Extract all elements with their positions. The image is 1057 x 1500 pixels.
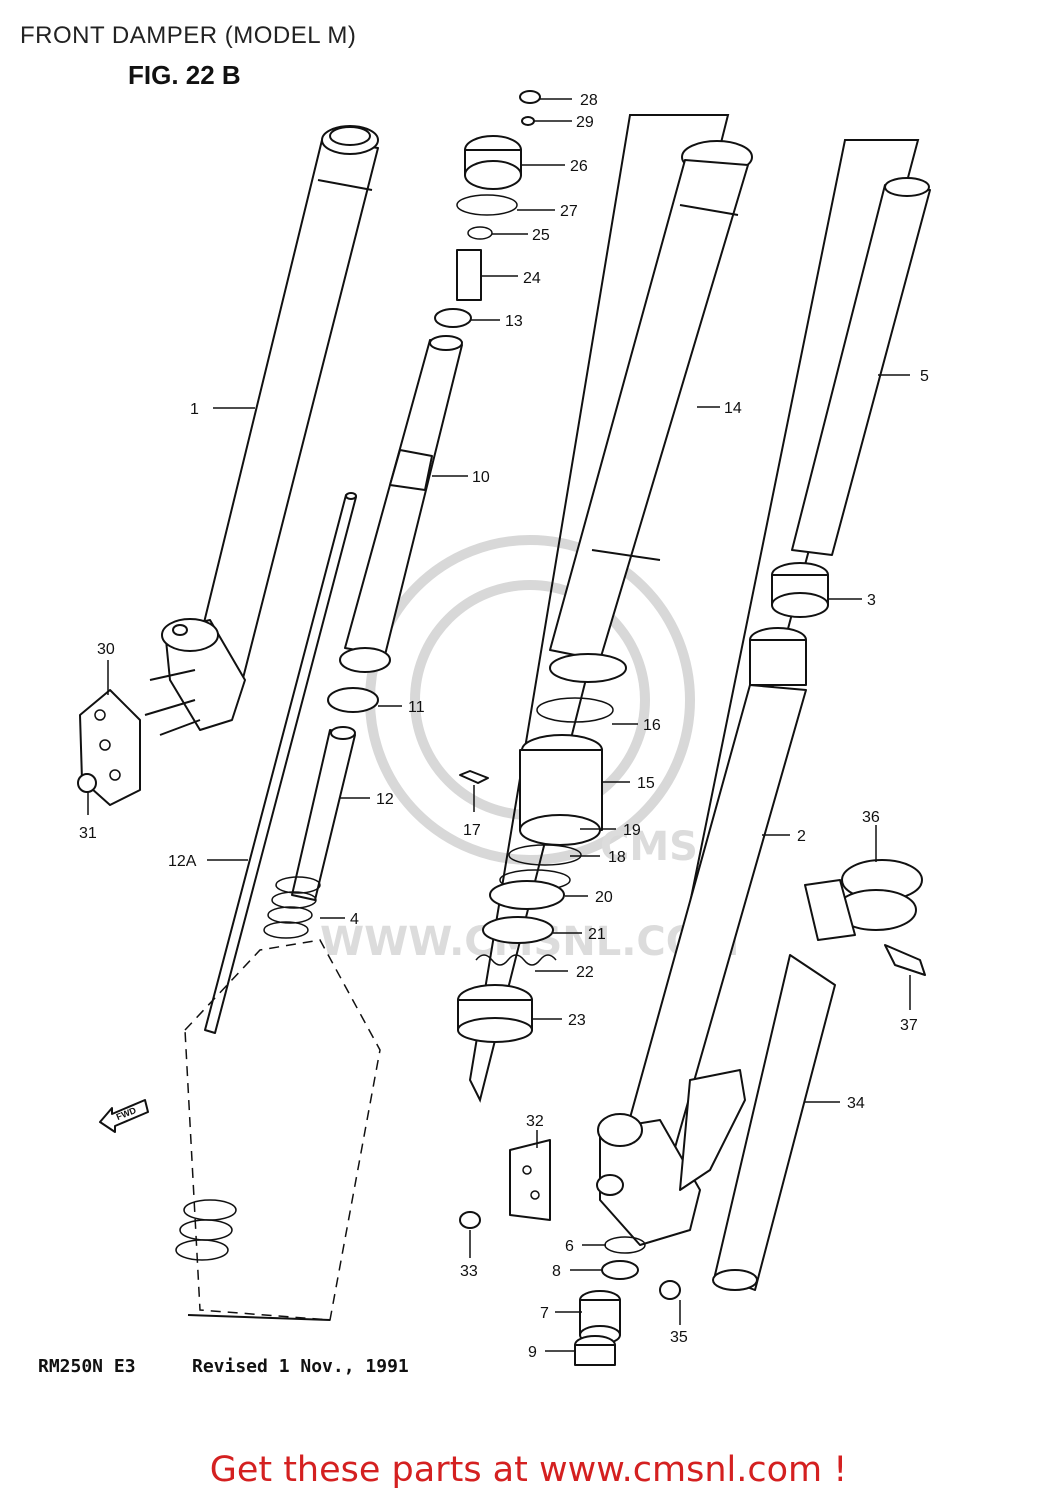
- callout-12A: 12A: [168, 853, 197, 870]
- callout-12: 12: [376, 791, 394, 808]
- callout-27: 27: [560, 203, 578, 220]
- callout-23: 23: [568, 1012, 586, 1029]
- callout-5: 5: [920, 368, 929, 385]
- callout-21: 21: [588, 926, 606, 943]
- callout-35: 35: [670, 1329, 688, 1346]
- callout-2: 2: [797, 828, 806, 845]
- leader-lines: [87, 98, 911, 1352]
- callout-13: 13: [505, 313, 523, 330]
- outer-tube-5: [609, 139, 931, 1201]
- callout-labels: 28 29 26 27 25 24 13 1 10 14 5 3 30 11 1…: [79, 92, 929, 1361]
- cylinder-10: [291, 335, 463, 901]
- callout-36: 36: [862, 809, 880, 826]
- callout-22: 22: [576, 964, 594, 981]
- figure-label: FIG. 22 B: [128, 60, 241, 90]
- callout-37: 37: [900, 1017, 918, 1034]
- axle-holder: [459, 1069, 746, 1366]
- callout-18: 18: [608, 849, 626, 866]
- clamp-30: [77, 669, 201, 806]
- callout-4: 4: [350, 911, 359, 928]
- inner-tube-14: [457, 114, 753, 1103]
- callout-30: 30: [97, 641, 115, 658]
- callout-24: 24: [523, 270, 541, 287]
- callout-19: 19: [623, 822, 641, 839]
- outer-tube-1: [161, 125, 379, 731]
- callout-9: 9: [528, 1344, 537, 1361]
- callout-14: 14: [724, 400, 742, 417]
- watermark-logo: CMS: [600, 824, 698, 870]
- clamp-36: [804, 859, 926, 976]
- callout-8: 8: [552, 1263, 561, 1280]
- callout-7: 7: [540, 1305, 549, 1322]
- callout-15: 15: [637, 775, 655, 792]
- left-housing-outline: [175, 939, 381, 1321]
- cmsnl-link[interactable]: Get these parts at www.cmsnl.com !: [209, 1450, 848, 1490]
- fwd-arrow-icon: FWD: [99, 1099, 149, 1133]
- guard-34: [659, 954, 836, 1300]
- callout-28: 28: [580, 92, 598, 109]
- callout-1: 1: [190, 401, 199, 418]
- callout-16: 16: [643, 717, 661, 734]
- revision-date: Revised 1 Nov., 1991: [192, 1356, 409, 1377]
- callout-31: 31: [79, 825, 97, 842]
- exploded-parts-diagram: WWW.CMSNL.COM CMS: [77, 90, 931, 1366]
- callout-29: 29: [576, 114, 594, 131]
- spring-4: [263, 876, 321, 939]
- callout-25: 25: [532, 227, 550, 244]
- callout-26: 26: [570, 158, 588, 175]
- callout-33: 33: [460, 1263, 478, 1280]
- callout-32: 32: [526, 1113, 544, 1130]
- callout-10: 10: [472, 469, 490, 486]
- callout-17: 17: [463, 822, 481, 839]
- top-cap-assembly: [434, 90, 541, 328]
- callout-34: 34: [847, 1095, 865, 1112]
- callout-11: 11: [408, 699, 425, 716]
- callout-20: 20: [595, 889, 613, 906]
- damper-rod-12A: [204, 492, 357, 1034]
- callout-6: 6: [565, 1238, 574, 1255]
- model-code: RM250N E3: [38, 1356, 136, 1377]
- callout-3: 3: [867, 592, 876, 609]
- page-title: FRONT DAMPER (MODEL M): [20, 22, 357, 49]
